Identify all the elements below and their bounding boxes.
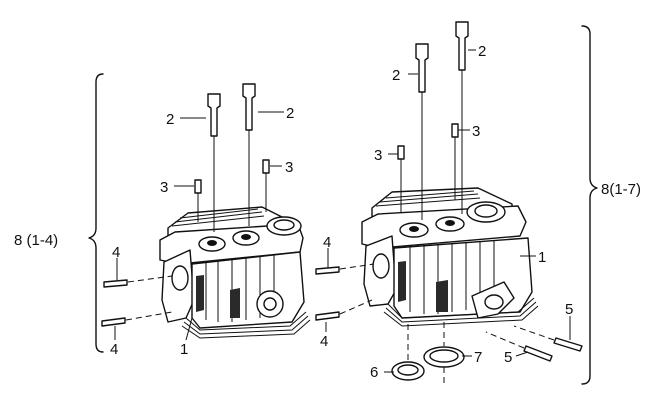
left-label-4b: 4 — [110, 341, 118, 358]
right-group-brace — [581, 25, 598, 385]
right-valve-guide-b — [455, 21, 469, 214]
left-valve-guide-a — [207, 93, 221, 232]
right-label-4a: 4 — [323, 234, 331, 251]
left-label-1: 1 — [180, 341, 188, 358]
left-cylinder-head — [159, 206, 311, 339]
right-label-7: 7 — [474, 349, 482, 366]
left-valve-guide-b — [242, 83, 256, 226]
left-stud-lower — [101, 311, 173, 327]
right-valve-guide-a — [415, 43, 429, 220]
left-label-3a: 3 — [160, 179, 168, 196]
right-cylinder-head — [361, 187, 539, 327]
left-label-2a: 2 — [166, 111, 174, 128]
left-dowel-pin-a — [194, 179, 202, 194]
right-stud-upper — [315, 263, 375, 275]
left-label-4a: 4 — [112, 244, 120, 261]
right-label-2b: 2 — [478, 43, 486, 60]
right-label-3b: 3 — [472, 123, 480, 140]
left-group-label: 8 (1-4) — [14, 232, 58, 249]
right-label-6: 6 — [370, 364, 378, 381]
right-label-2a: 2 — [392, 67, 400, 84]
right-label-1: 1 — [538, 249, 546, 266]
left-group-brace — [88, 73, 104, 353]
right-gasket-ring-small — [391, 324, 425, 381]
right-label-5b: 5 — [504, 349, 512, 366]
right-dowel-pin-b — [451, 123, 459, 138]
left-label-2b: 2 — [286, 105, 294, 122]
right-label-5a: 5 — [565, 301, 573, 318]
left-label-3b: 3 — [285, 159, 293, 176]
right-long-stud-lower — [485, 331, 553, 362]
right-label-4b: 4 — [320, 333, 328, 350]
right-long-stud-upper — [513, 325, 583, 352]
left-stud-upper — [103, 275, 173, 288]
left-dowel-pin-b — [262, 159, 270, 174]
right-stud-lower — [315, 299, 373, 321]
right-label-3a: 3 — [374, 147, 382, 164]
right-dowel-pin-a — [397, 145, 405, 160]
right-group-label: 8(1-7) — [601, 181, 641, 198]
right-gasket-ring-large — [423, 322, 465, 384]
